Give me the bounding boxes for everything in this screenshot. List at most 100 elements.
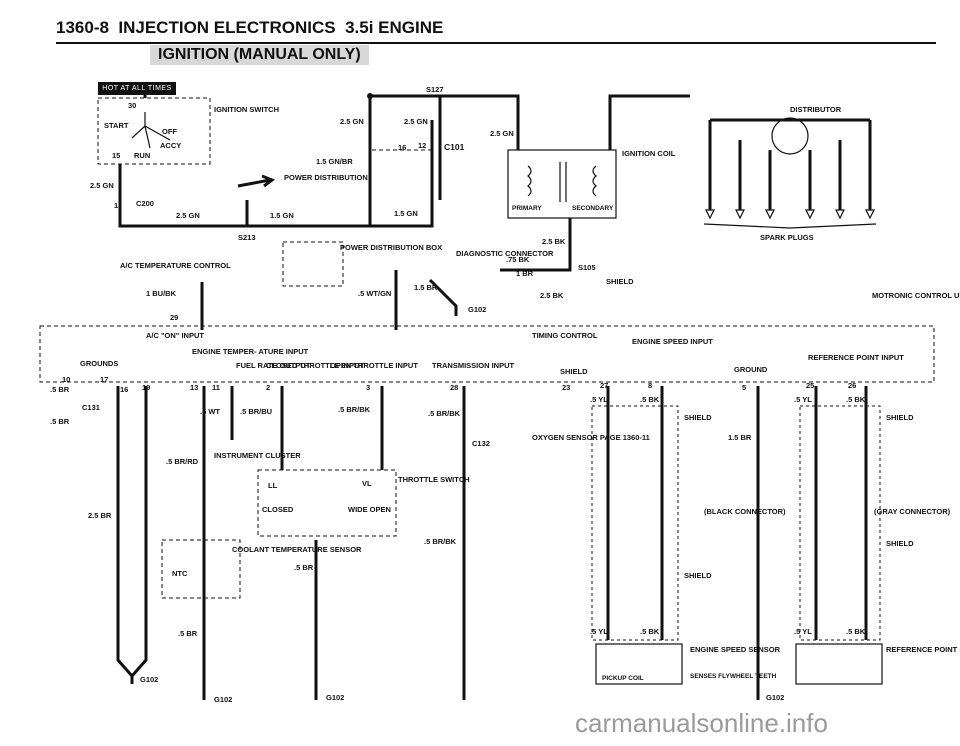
wire-5yl-d: .5 YL [794, 627, 812, 636]
diagnostic-connector-label: DIAGNOSTIC CONNECTOR [456, 249, 554, 258]
wire-5brrd: .5 BR/RD [166, 457, 199, 466]
vl-label: VL [362, 479, 372, 488]
speed-shield [591, 405, 679, 641]
reference-sensor-box [795, 643, 883, 685]
g102-label-d: G102 [766, 693, 784, 702]
pin-23-label: 23 [562, 383, 570, 392]
reference-sensor-wires [814, 386, 868, 640]
oxygen-sensor-label: OXYGEN SENSOR PAGE 1360-11 [532, 433, 650, 442]
distributor-cap-icon [771, 117, 809, 155]
closed-label: CLOSED [262, 505, 294, 514]
coolant-wires [202, 386, 234, 700]
s127-feed-wire [370, 94, 520, 150]
wire-5wt: .5 WT [200, 407, 220, 416]
hot-feed-stub [143, 90, 150, 98]
pin-5-label: 5 [742, 383, 746, 392]
shield-label-d: SHIELD [886, 413, 914, 422]
g102-label-a: G102 [140, 675, 158, 684]
throttle-switch-label: THROTTLE SWITCH [398, 475, 470, 484]
pin-29-label: 29 [170, 313, 178, 322]
section-title: INJECTION ELECTRONICS [118, 18, 336, 37]
closed-throttle-label: CLOSED THROTTLE INPUT [266, 361, 364, 370]
coolant-sensor-label: COOLANT TEMPERATURE SENSOR [232, 545, 362, 554]
speed-sensor-wires [606, 386, 664, 640]
gn-return-wire [370, 120, 434, 228]
wire-1-5gn-a: 1.5 GN [270, 211, 294, 220]
wire-2-5bk-b: 2.5 BK [540, 291, 564, 300]
engine-temp-label: ENGINE TEMPER- ATURE INPUT [192, 347, 309, 356]
open-throttle-label: OPEN THROTTLE INPUT [330, 361, 418, 370]
reference-sensor-label: REFERENCE POINT SENSOR [886, 645, 960, 654]
transmission-label: TRANSMISSION INPUT [432, 361, 515, 370]
wire-1-5br-a: 1.5 BR [414, 283, 438, 292]
motronic-unit-box [39, 325, 935, 383]
wire-1bubk: 1 BU/BK [146, 289, 177, 298]
s127-splice [367, 93, 373, 99]
grounds-label: GROUNDS [80, 359, 118, 368]
engine-speed-sensor-box [595, 643, 683, 685]
g102-label-c: G102 [326, 693, 344, 702]
s105-label: S105 [578, 263, 596, 272]
power-distribution-box-label: POWER DISTRIBUTION BOX [340, 243, 442, 252]
page-number: 1360-8 [56, 18, 109, 37]
off-label: OFF [162, 127, 177, 136]
pin-16-label: 16 [398, 143, 406, 152]
engine-speed-input-label: ENGINE SPEED INPUT [632, 337, 713, 346]
wire-2-5gn-a: 2.5 GN [340, 117, 364, 126]
gray-connector-label: (GRAY CONNECTOR) [874, 507, 951, 516]
run-label: RUN [134, 151, 150, 160]
timing-control-label: TIMING CONTROL [532, 331, 598, 340]
wire-5br-b: .5 BR [50, 417, 70, 426]
pin-1-label: 1 [114, 201, 118, 210]
wire-5yl-c: .5 YL [794, 395, 812, 404]
pin-2-label: 2 [266, 383, 270, 392]
wire-5brbk-a: .5 BR/BK [338, 405, 371, 414]
pin-16-b-label: 16 [120, 385, 128, 394]
wire-5brbu: .5 BR/BU [240, 407, 272, 416]
fuel-rate-label: FUEL RATE OUTPUT [236, 361, 311, 370]
shield-label-b: SHIELD [684, 413, 712, 422]
ac-temp-label: A/C TEMPERATURE CONTROL [120, 261, 231, 270]
throttle-wires [280, 386, 384, 700]
coil-hv-wire [608, 94, 690, 150]
wire-5wtgn: .5 WT/GN [358, 289, 391, 298]
wire-5br-d: .5 BR [294, 563, 314, 572]
pin-27-label: 27 [600, 381, 608, 390]
distributor-leads [708, 118, 872, 210]
spark-plug-symbols [705, 209, 875, 220]
watermark: carmanualsonline.info [575, 708, 828, 738]
wire-5yl-b: .5 YL [590, 627, 608, 636]
pin-19-label: 19 [142, 383, 150, 392]
power-distribution-box [282, 241, 344, 287]
wire-2-5gn-e: 2.5 GN [176, 211, 200, 220]
wire-1br: 1 BR [516, 269, 534, 278]
pin-26-label: 26 [848, 381, 856, 390]
wire-2-5gn-d: 2.5 GN [90, 181, 114, 190]
instrument-cluster-label: INSTRUMENT CLUSTER [214, 451, 301, 460]
shield-label-mid: SHIELD [560, 367, 588, 376]
power-arrow [237, 174, 276, 188]
wire-1-5gnbr: 1.5 GN/BR [316, 157, 353, 166]
black-connector-label: (BLACK CONNECTOR) [704, 507, 786, 516]
motronic-label: MOTRONIC CONTROL UNIT [872, 291, 960, 300]
wire-2-5br-a: 2.5 BR [88, 511, 112, 520]
wire-2-5bk: 2.5 BK [542, 237, 566, 246]
wire-5brbk-c: .5 BR/BK [424, 537, 457, 546]
coolant-sensor-box [161, 539, 241, 599]
wire-5yl-a: .5 YL [590, 395, 608, 404]
spark-plugs-brace [703, 223, 877, 229]
coil-windings [527, 162, 597, 202]
diag-ground-wire [428, 278, 458, 316]
pickup-coil-label-a: PICKUP COIL [602, 675, 644, 682]
hot-at-all-times-label: HOT AT ALL TIMES [98, 82, 176, 95]
coil-ground-wire [500, 218, 572, 272]
ignition-feed-wire [118, 94, 442, 228]
primary-label: PRIMARY [512, 205, 542, 212]
wire-1-5gn-b: 1.5 GN [394, 209, 418, 218]
ignition-switch-label: IGNITION SWITCH [214, 105, 279, 114]
wire-5bk-d: .5 BK [846, 627, 866, 636]
s127-label: S127 [426, 85, 444, 94]
wire-5br-a: .5 BR [50, 385, 70, 394]
wire-75bk: .75 BK [506, 255, 530, 264]
